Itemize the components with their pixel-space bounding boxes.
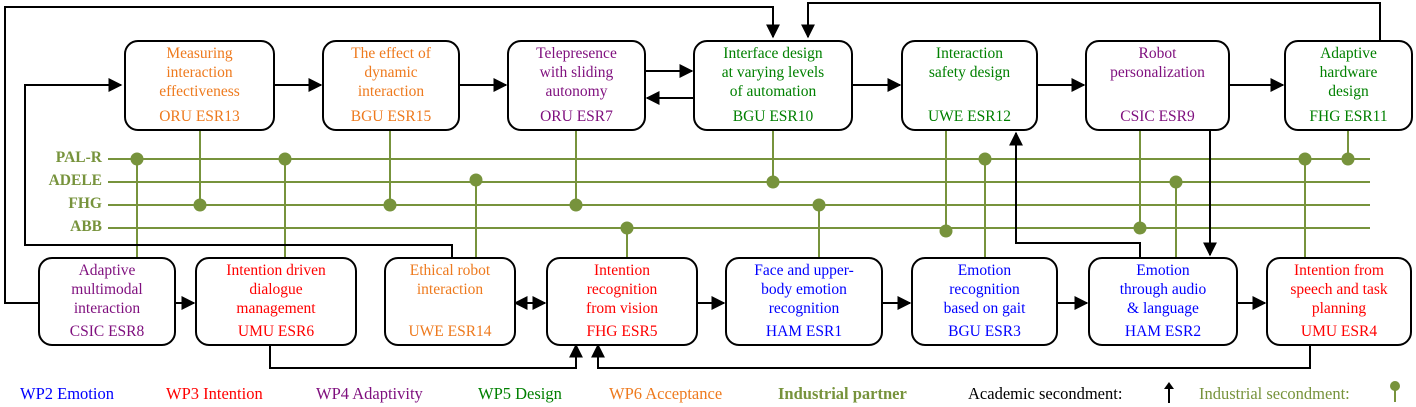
box-esr4-code: UMU ESR4 [1300, 323, 1378, 340]
box-esr6-code: UMU ESR6 [237, 323, 315, 340]
box-esr9[interactable]: Robot personalization CSIC ESR9 [1085, 40, 1230, 131]
box-esr5-code: FHG ESR5 [586, 323, 658, 340]
box-esr9-code: CSIC ESR9 [1120, 108, 1195, 125]
academic-secondments [4, 2, 1381, 369]
legend-wp6: WP6 Acceptance [609, 384, 723, 403]
partner-label-abb: ABB [70, 218, 102, 235]
box-esr12[interactable]: Interaction safety design UWE ESR12 [901, 40, 1038, 131]
legend-wp5: WP5 Design [478, 384, 562, 403]
academic-secondment-arrow-icon [1164, 382, 1174, 403]
box-esr8[interactable]: Adaptive multimodal interaction CSIC ESR… [38, 257, 176, 346]
box-esr15-title: The effect of dynamic interaction [351, 45, 431, 100]
box-esr13-title: Measuring interaction effectiveness [159, 45, 240, 100]
box-esr14-code: UWE ESR14 [408, 323, 492, 340]
legend-wp2: WP2 Emotion [20, 384, 114, 403]
partner-lines [108, 158, 1370, 229]
box-esr10[interactable]: Interface design at varying levels of au… [693, 40, 853, 131]
box-esr2[interactable]: Emotion through audio & language HAM ESR… [1088, 257, 1238, 346]
box-esr6-title: Intention driven dialogue management [226, 262, 326, 317]
industrial-secondments [130, 130, 1355, 258]
box-esr13-code: ORU ESR13 [159, 108, 240, 125]
box-esr4[interactable]: Intention from speech and task planning … [1266, 257, 1412, 346]
box-esr11-code: FHG ESR11 [1309, 108, 1388, 125]
box-esr6[interactable]: Intention driven dialogue management UMU… [195, 257, 357, 346]
partner-label-pal-r: PAL-R [55, 149, 102, 166]
box-esr3[interactable]: Emotion recognition based on gait BGU ES… [911, 257, 1058, 346]
box-esr14-title: Ethical robot interaction [409, 262, 491, 298]
box-esr15-code: BGU ESR15 [350, 108, 432, 125]
legend-wp3: WP3 Intention [166, 384, 263, 403]
legend-academic-secondment: Academic secondment: [968, 384, 1123, 403]
box-esr11[interactable]: Adaptive hardware design FHG ESR11 [1284, 40, 1413, 131]
box-esr8-title: Adaptive multimodal interaction [71, 262, 143, 317]
box-esr15[interactable]: The effect of dynamic interaction BGU ES… [322, 40, 460, 131]
box-esr9-title: Robot personalization [1110, 45, 1205, 81]
box-esr5[interactable]: Intention recognition from vision FHG ES… [546, 257, 698, 346]
box-esr14[interactable]: Ethical robot interaction UWE ESR14 [384, 257, 516, 346]
box-esr12-title: Interaction safety design [928, 45, 1011, 81]
box-esr7-code: ORU ESR7 [540, 108, 613, 125]
box-esr10-code: BGU ESR10 [732, 108, 814, 125]
partner-label-adele: ADELE [48, 172, 102, 189]
box-esr8-code: CSIC ESR8 [69, 323, 145, 340]
box-esr2-code: HAM ESR2 [1124, 323, 1202, 340]
box-esr3-code: BGU ESR3 [948, 323, 1021, 340]
box-esr13[interactable]: Measuring interaction effectiveness ORU … [124, 40, 275, 131]
box-esr3-title: Emotion recognition based on gait [943, 262, 1026, 317]
box-esr1[interactable]: Face and upper- body emotion recognition… [725, 257, 883, 346]
box-esr1-title: Face and upper- body emotion recognition [754, 262, 854, 317]
legend-industrial-secondment: Industrial secondment: [1199, 384, 1350, 403]
box-esr1-code: HAM ESR1 [765, 323, 843, 340]
legend-industrial-partner: Industrial partner [778, 384, 907, 403]
industrial-secondment-dot-icon [1390, 381, 1400, 402]
box-esr7[interactable]: Telepresence with sliding autonomy ORU E… [507, 40, 646, 131]
box-esr5-title: Intention recognition from vision [586, 262, 658, 317]
box-esr11-title: Adaptive hardware design [1319, 45, 1378, 100]
box-esr4-title: Intention from speech and task planning [1290, 262, 1388, 317]
partner-label-fhg: FHG [68, 195, 102, 212]
box-esr2-title: Emotion through audio & language [1119, 262, 1207, 317]
box-esr7-title: Telepresence with sliding autonomy [536, 45, 617, 100]
box-esr12-code: UWE ESR12 [927, 108, 1012, 125]
box-esr10-title: Interface design at varying levels of au… [721, 45, 825, 100]
legend-wp4: WP4 Adaptivity [316, 384, 423, 403]
